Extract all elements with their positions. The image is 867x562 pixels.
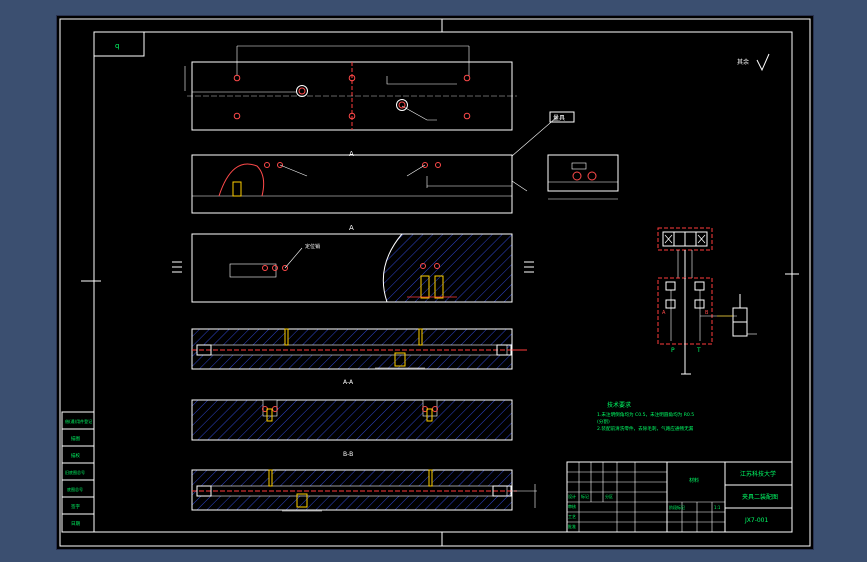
left-registration-strip xyxy=(61,411,95,533)
section-label-a1: A xyxy=(349,150,354,158)
cad-drawing-sheet: q 其余 量具 A xyxy=(56,15,814,550)
pneumatic-port-p: P xyxy=(671,347,675,354)
left-strip-4: 底图总号 xyxy=(67,486,83,492)
roughness-label: 其余 xyxy=(737,58,749,66)
view-side xyxy=(547,154,619,200)
callout-boss: 定位销 xyxy=(305,243,320,250)
outer-border xyxy=(59,18,811,547)
title-row-mid-1: 分区 xyxy=(605,493,613,499)
pneumatic-circuit xyxy=(657,227,757,375)
notes-line-2: (分割) xyxy=(597,418,610,425)
view-section-strip-2 xyxy=(191,399,513,441)
view-section-strip-3 xyxy=(191,469,537,512)
notes-line-3: 2.装配前清洗零件，去除毛刺，气路应通畅无漏 xyxy=(597,425,694,432)
view-section-aa xyxy=(172,233,534,303)
title-row-left-0: 设计 xyxy=(568,493,576,499)
left-strip-0: 借(通)用件登记 xyxy=(65,418,92,424)
left-strip-2: 描校 xyxy=(71,452,80,459)
title-row-mid-0: 标记 xyxy=(581,493,589,499)
section-label-bb: B-B xyxy=(343,451,353,458)
left-strip-5: 签字 xyxy=(71,503,80,510)
title-stage-mark: 阶段标记 xyxy=(669,504,685,510)
title-row-left-1: 审核 xyxy=(568,503,576,509)
pneumatic-port-t: T xyxy=(696,347,701,354)
title-row-left-2: 工艺 xyxy=(568,514,576,519)
section-label-a2: A xyxy=(349,224,354,232)
pneumatic-tag-b: B xyxy=(705,310,709,316)
corner-mark: q xyxy=(115,42,119,50)
title-block-grid xyxy=(566,461,793,533)
title-school: 江苏科技大学 xyxy=(740,470,776,478)
view-front-1 xyxy=(191,154,528,214)
left-strip-6: 日期 xyxy=(71,521,80,527)
pneumatic-tag-a: A xyxy=(662,310,666,316)
corner-box xyxy=(93,31,145,57)
roughness-symbol xyxy=(756,53,770,72)
title-drawing-no: JX7-001 xyxy=(744,517,768,524)
title-scale: 1:1 xyxy=(714,505,721,510)
left-strip-1: 描图 xyxy=(71,435,80,442)
title-row-left-3: 批准 xyxy=(568,523,576,529)
inner-border xyxy=(93,31,793,533)
view-top-plan xyxy=(184,45,558,157)
view-section-strip-1 xyxy=(191,328,527,370)
notes-line-1: 1.未注明倒角均为 C0.5，未注明圆角均为 R0.5 xyxy=(597,411,694,418)
section-label-aa: A-A xyxy=(343,379,354,386)
left-strip-3: 旧底图总号 xyxy=(65,469,85,475)
callout-gauge: 量具 xyxy=(553,115,565,122)
title-material: 材料 xyxy=(689,477,699,484)
title-drawing-name: 夹具二装配图 xyxy=(742,493,778,501)
callout-gauge-box xyxy=(549,111,575,123)
notes-title: 技术要求 xyxy=(607,401,631,409)
